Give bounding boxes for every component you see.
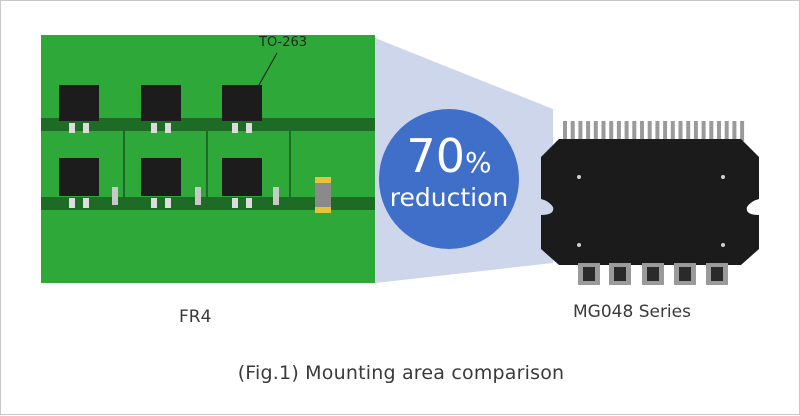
module-pin <box>616 121 621 141</box>
module-pin <box>678 121 683 141</box>
module-pin <box>686 121 691 141</box>
package-label: TO-263 <box>259 35 308 50</box>
percent-symbol: % <box>464 146 492 179</box>
passive-component-2 <box>195 187 201 205</box>
module-pin <box>570 121 575 141</box>
module-pin <box>740 121 745 141</box>
reduction-number: 70 <box>406 129 465 183</box>
module-pin <box>586 121 591 141</box>
module-pin <box>655 121 660 141</box>
passive-component-1 <box>112 187 118 205</box>
module-pin <box>663 121 668 141</box>
module-pin <box>693 121 698 141</box>
to263-component-r2c3 <box>222 158 262 208</box>
module-pin <box>701 121 706 141</box>
module-pin <box>563 121 567 141</box>
figure-caption: (Fig.1) Mounting area comparison <box>237 362 565 384</box>
to263-component-r1c2 <box>141 85 181 133</box>
module-pin <box>640 121 644 141</box>
reduction-badge: 70% reduction <box>379 109 519 249</box>
to263-component-r2c2 <box>141 158 181 208</box>
module-pin <box>732 121 737 141</box>
mg048-label: MG048 Series <box>573 302 691 322</box>
module-pin <box>601 121 606 141</box>
reduction-badge-circle <box>379 109 519 249</box>
passive-component-3 <box>273 187 279 205</box>
module-pin <box>578 121 583 141</box>
to263-component-r1c3 <box>222 85 262 133</box>
module-pin <box>670 121 675 141</box>
module-pin <box>717 121 721 141</box>
module-pin <box>647 121 652 141</box>
module-pin <box>709 121 714 141</box>
reduction-word: reduction <box>389 183 509 212</box>
fr4-label: FR4 <box>179 307 212 327</box>
module-pin <box>593 121 598 141</box>
to263-component-r1c1 <box>59 85 99 133</box>
module-pin <box>632 121 637 141</box>
module-pin <box>609 121 614 141</box>
module-pin <box>724 121 729 141</box>
mg048-module <box>541 121 759 285</box>
to263-component-r2c1 <box>59 158 99 208</box>
reduction-percent: 70% <box>379 133 519 186</box>
capacitor-component <box>315 177 331 213</box>
module-pin <box>624 121 629 141</box>
